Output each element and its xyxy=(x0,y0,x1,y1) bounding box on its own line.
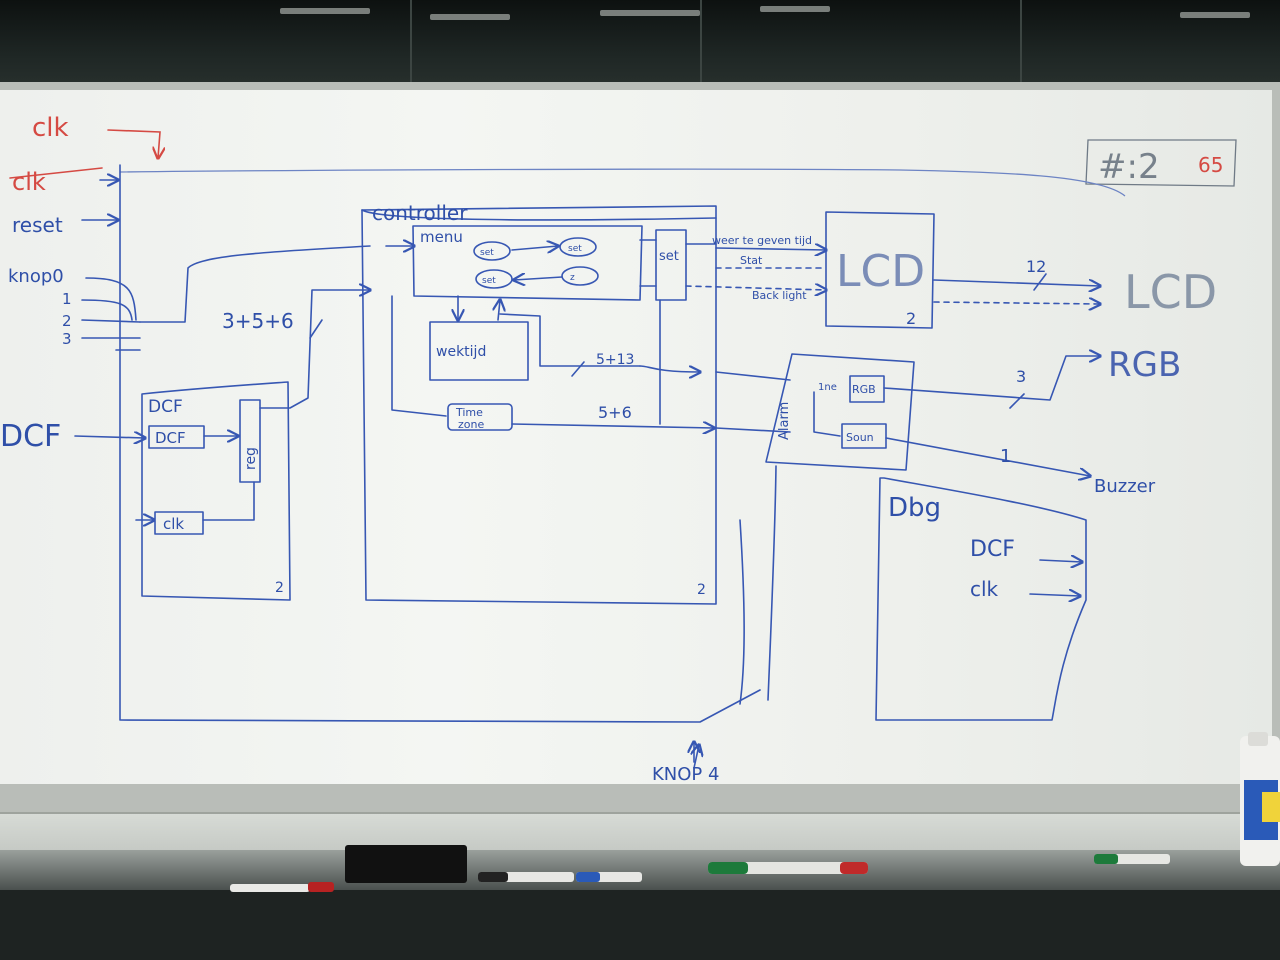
tray-items xyxy=(230,732,1280,892)
buzzer-width: 1 xyxy=(1000,446,1011,467)
lcd-output-label: LCD xyxy=(1124,265,1217,319)
knop4-input: KNOP 4 xyxy=(652,742,719,785)
controller-block: controller 2 menu set set set z set wekt… xyxy=(362,201,716,604)
eraser-icon xyxy=(345,845,467,883)
controller-title: controller xyxy=(372,201,468,225)
lcd-count: 2 xyxy=(906,309,916,328)
lcd-signal-2: Stat xyxy=(740,254,763,267)
rgb-output-label: RGB xyxy=(1108,345,1181,385)
dcf-sub-label: DCF xyxy=(155,429,186,447)
alarm-block: Alarm RGB Soun 1ne xyxy=(716,354,914,704)
red-clk-input: clk clk xyxy=(10,113,160,196)
alarm-sig: 1ne xyxy=(818,382,837,393)
state-1: set xyxy=(480,248,494,258)
state-2: set xyxy=(568,244,582,254)
knop2-label: 2 xyxy=(62,312,72,330)
menu-label: menu xyxy=(420,228,463,246)
marker-icon xyxy=(230,884,310,892)
knop-inputs: knop0 1 2 3 xyxy=(8,246,370,350)
set-label: set xyxy=(659,249,679,264)
bus-label: 3+5+6 xyxy=(222,309,294,333)
alarm-soun: Soun xyxy=(846,431,874,444)
knop1-label: 1 xyxy=(62,290,72,308)
lcd-title: LCD xyxy=(836,246,925,297)
clk-crossed-label: clk xyxy=(12,168,46,196)
controller-bus-1: 5+13 xyxy=(596,352,634,368)
outputs: LCD 3 RGB 1 Buzzer xyxy=(884,265,1217,497)
clk-red-label: clk xyxy=(32,113,69,143)
reset-input: reset xyxy=(12,213,118,237)
reg-label: reg xyxy=(243,447,259,470)
dcf-count: 2 xyxy=(275,580,284,596)
dcf-input-label: DCF xyxy=(0,419,61,454)
dcf-clk-label: clk xyxy=(163,515,184,533)
rgb-width: 3 xyxy=(1016,367,1026,386)
dcf-input: DCF xyxy=(0,419,145,454)
knop3-label: 3 xyxy=(62,330,72,348)
dbg-title: Dbg xyxy=(888,493,941,523)
lcd-bus-width: 12 xyxy=(1026,257,1046,276)
wektijd-label: wektijd xyxy=(436,344,486,360)
knop4-label: KNOP 4 xyxy=(652,764,719,785)
alarm-rgb: RGB xyxy=(852,383,876,396)
bus-label-group: 3+5+6 xyxy=(222,309,322,338)
board-id-box: #:2 65 xyxy=(1086,140,1236,187)
dcf-block: DCF DCF reg clk 2 xyxy=(136,290,370,600)
controller-count: 2 xyxy=(697,582,706,598)
buzzer-output-label: Buzzer xyxy=(1094,476,1156,497)
timezone-line-2: zone xyxy=(458,418,484,431)
reset-label: reset xyxy=(12,213,63,237)
lcd-block: LCD 2 weer te geven tijd Stat Back light… xyxy=(686,212,1100,328)
dcf-block-title: DCF xyxy=(148,397,183,417)
dbg-clk: clk xyxy=(970,577,999,601)
alarm-title: Alarm xyxy=(777,402,792,440)
knop0-label: knop0 xyxy=(8,266,64,287)
lcd-signal-3: Back light xyxy=(752,289,807,302)
board-id-suffix: 65 xyxy=(1198,153,1223,177)
dbg-dcf: DCF xyxy=(970,537,1015,562)
spray-bottle-icon xyxy=(1240,732,1280,866)
dbg-block: Dbg DCF clk xyxy=(876,478,1086,720)
lcd-signal-1: weer te geven tijd xyxy=(712,234,812,247)
state-4: z xyxy=(570,273,575,283)
board-id: #:2 xyxy=(1098,147,1160,187)
controller-bus-2: 5+6 xyxy=(598,403,632,422)
state-3: set xyxy=(482,276,496,286)
